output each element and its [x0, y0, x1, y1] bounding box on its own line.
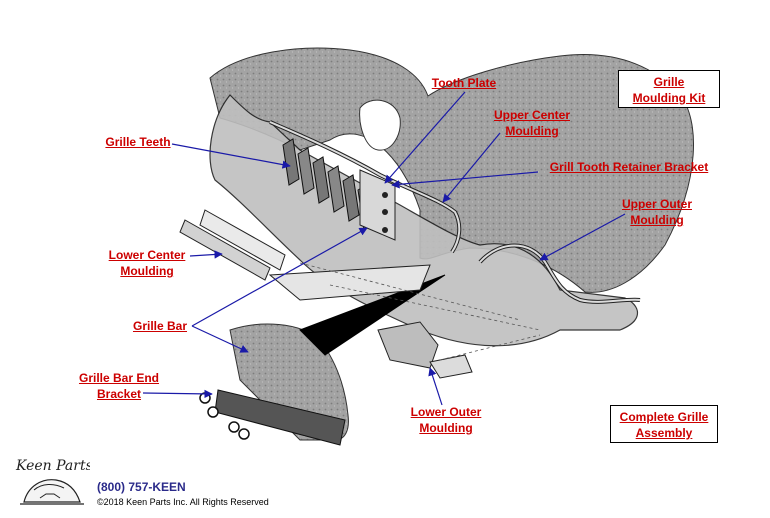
label-text: Lower Center — [108, 248, 186, 262]
label-text: Bracket — [96, 387, 142, 401]
copyright-text: ©2018 Keen Parts Inc. All Rights Reserve… — [97, 497, 269, 507]
grille-bar-end-bracket-part — [199, 389, 346, 446]
label-text: Grille — [653, 75, 685, 89]
label-lower-outer-moulding[interactable]: Lower Outer Moulding — [404, 404, 488, 436]
label-upper-center-moulding[interactable]: Upper Center Moulding — [487, 107, 577, 139]
upper-center-moulding-part — [269, 120, 462, 254]
car-body-upper — [209, 47, 694, 293]
fastener-lines — [299, 262, 541, 361]
label-text: Grille Teeth — [105, 135, 171, 149]
label-text: Moulding — [419, 421, 473, 435]
keen-parts-logo: Keen Parts — [15, 458, 90, 505]
grille-housing — [209, 94, 639, 347]
label-text: Moulding — [505, 124, 559, 138]
label-text: Grille Bar — [132, 319, 188, 333]
lower-outer-moulding-part — [377, 321, 473, 379]
label-text: Grille Bar End — [78, 371, 160, 385]
label-text: Moulding — [120, 264, 174, 278]
grille-moulding-kit-link[interactable]: Grille Moulding Kit — [618, 70, 720, 108]
tooth-plate-part — [359, 169, 396, 241]
label-text: Lower Outer — [410, 405, 482, 419]
label-lower-center-moulding[interactable]: Lower Center Moulding — [102, 247, 192, 279]
grille-bar-part — [268, 264, 446, 356]
label-text: Upper Center — [493, 108, 570, 122]
label-tooth-plate[interactable]: Tooth Plate — [424, 75, 504, 91]
label-text: Moulding — [630, 213, 684, 227]
label-upper-outer-moulding[interactable]: Upper Outer Moulding — [617, 196, 697, 228]
leader-arrows — [142, 91, 626, 406]
label-grille-bar-end-bracket[interactable]: Grille Bar End Bracket — [73, 370, 165, 402]
label-grille-bar[interactable]: Grille Bar — [128, 318, 192, 334]
label-grill-tooth-retainer-bracket[interactable]: Grill Tooth Retainer Bracket — [546, 159, 712, 175]
lower-center-moulding-part — [179, 209, 286, 281]
label-text: Grill Tooth Retainer Bracket — [549, 160, 709, 174]
upper-outer-moulding-part — [478, 243, 641, 304]
label-grille-teeth[interactable]: Grille Teeth — [98, 134, 178, 150]
logo-text: Keen Parts — [15, 458, 90, 474]
label-text: Moulding Kit — [632, 91, 706, 105]
label-text: Complete Grille — [619, 410, 709, 424]
footer: (800) 757-KEEN ©2018 Keen Parts Inc. All… — [97, 480, 269, 507]
phone-number[interactable]: (800) 757-KEEN — [97, 480, 186, 494]
label-text: Upper Outer — [621, 197, 692, 211]
complete-grille-assembly-link[interactable]: Complete Grille Assembly — [610, 405, 718, 443]
label-text: Tooth Plate — [431, 76, 497, 90]
label-text: Assembly — [635, 426, 693, 440]
